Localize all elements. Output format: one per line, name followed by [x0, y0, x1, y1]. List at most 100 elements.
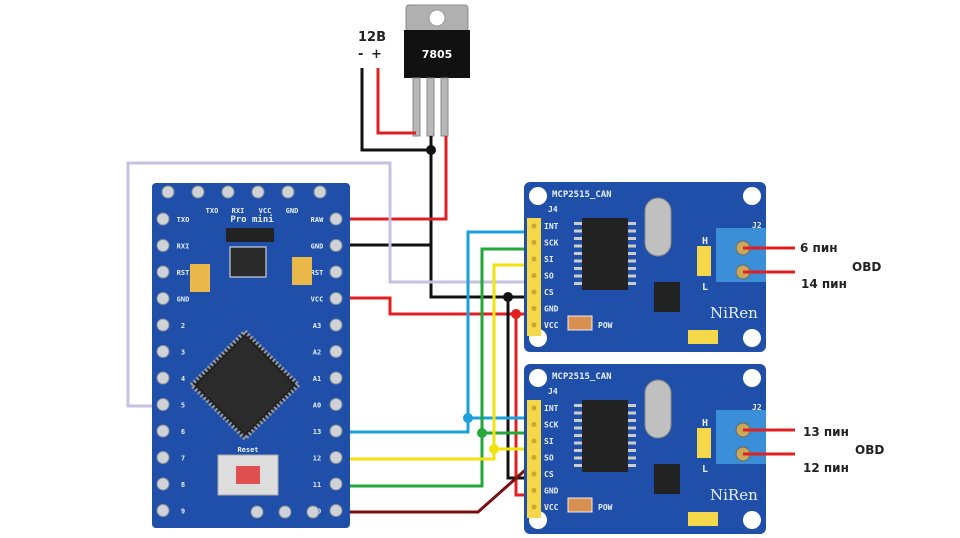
pow-label: POW [598, 503, 613, 512]
pin-label: CS [544, 288, 554, 297]
pin-hole [329, 504, 343, 517]
wire-vcc [336, 296, 555, 316]
pin-label: VCC [311, 296, 324, 304]
pin-label: A1 [313, 375, 321, 383]
minus-label: - [358, 47, 364, 62]
wire-12v-minus [360, 68, 431, 152]
pin-label: SO [544, 454, 554, 463]
wire-cs2 [336, 462, 555, 514]
mcp2515-chip [582, 218, 628, 290]
crystal [644, 379, 672, 439]
pin-hole [221, 185, 235, 199]
pin-hole [156, 477, 170, 491]
mount-hole [529, 369, 547, 387]
junction-dot [426, 145, 436, 155]
j2-label: J2 [752, 403, 762, 412]
transceiver-chip [654, 282, 680, 312]
pin-hole [329, 345, 343, 358]
brand-label: NiRen [710, 486, 758, 504]
voltage-label: 12B [358, 30, 386, 45]
pin-hole [329, 318, 343, 332]
mount-hole [743, 511, 761, 529]
pin-hole [250, 505, 264, 519]
pin-hole [329, 398, 343, 411]
pin-label: 8 [181, 481, 185, 489]
pin-label: GND [311, 243, 324, 251]
j1-jumper [688, 330, 718, 344]
junction-dot [477, 428, 487, 438]
board-label: Pro mini [230, 214, 274, 225]
pin-hole [156, 212, 170, 226]
pin-label: SI [544, 255, 554, 264]
wire-reg-out-raw [336, 136, 448, 221]
pin-hole [329, 212, 343, 226]
pin-label: INT [544, 222, 559, 231]
mount-hole [743, 369, 761, 387]
pin-label: A0 [313, 402, 321, 410]
pin-label: RST [177, 269, 190, 277]
pin-hole [156, 504, 170, 517]
module-title: MCP2515_CAN [552, 190, 612, 200]
pin-hole [156, 292, 170, 305]
mount-hole [743, 329, 761, 347]
pin-hole [329, 371, 343, 385]
pin-hole [156, 318, 170, 332]
pin-hole [329, 239, 343, 252]
pin-label: GND [544, 487, 559, 496]
pin-hole [191, 185, 205, 199]
obd-pin-label: 6 пин [800, 241, 838, 255]
module-title: MCP2515_CAN [552, 372, 612, 382]
obd-pin-label: 12 пин [803, 461, 849, 475]
pin-label: SO [544, 272, 554, 281]
pin-label: SCK [544, 239, 559, 248]
h-label: H [702, 418, 708, 429]
pin-label: CS [544, 470, 554, 479]
pin-label: GND [286, 207, 299, 215]
reset-label: Reset [237, 446, 258, 454]
can-module: MCP2515_CANJ4INTSCKSISOCSGNDVCCHLJ2NiRen… [524, 364, 795, 534]
pin-label: VCC [544, 321, 559, 330]
pin-label: A3 [313, 322, 321, 330]
junction-dot [503, 292, 513, 302]
pin-hole [278, 505, 292, 519]
obd-pin-label: 14 пин [801, 277, 847, 291]
l-label: L [702, 282, 708, 293]
pin-hole [251, 185, 265, 199]
wire-si [336, 247, 555, 488]
wire-so [336, 263, 555, 461]
pin-label: GND [177, 296, 190, 304]
obd-label: OBD [852, 260, 882, 274]
pin-label: 13 [313, 428, 321, 436]
header-label: J4 [548, 387, 558, 396]
pin-label: RST [311, 269, 324, 277]
junction-dot [489, 444, 499, 454]
pin-hole [156, 265, 170, 279]
pin-label: GND [544, 305, 559, 314]
pin-label: RXI [177, 243, 190, 251]
pin-label: TXO [206, 207, 219, 215]
pin-hole [306, 505, 320, 519]
obd-label: OBD [855, 443, 885, 457]
obd-pin-label: 13 пин [803, 425, 849, 439]
pin-label: A2 [313, 349, 321, 357]
plus-label: + [371, 47, 382, 62]
pin-hole [329, 424, 343, 438]
pin-label: SI [544, 437, 554, 446]
wire-12v-plus [376, 68, 416, 135]
pin-hole [313, 185, 327, 199]
junction-dot [511, 309, 521, 319]
pin-label: 5 [181, 402, 185, 410]
pin-hole [156, 239, 170, 252]
pin-label: INT [544, 404, 559, 413]
h-label: H [702, 236, 708, 247]
pin-hole [329, 477, 343, 491]
pin-hole [156, 371, 170, 385]
j2-label: J2 [752, 221, 762, 230]
voltage-regulator: 7805 [404, 4, 470, 137]
mount-hole [529, 187, 547, 205]
can-module: MCP2515_CANJ4INTSCKSISOCSGNDVCCHLJ2NiRen… [524, 182, 795, 352]
regulator-label: 7805 [422, 48, 453, 61]
brand-label: NiRen [710, 304, 758, 322]
pin-label: RXI [232, 207, 245, 215]
wire-int [126, 161, 555, 408]
